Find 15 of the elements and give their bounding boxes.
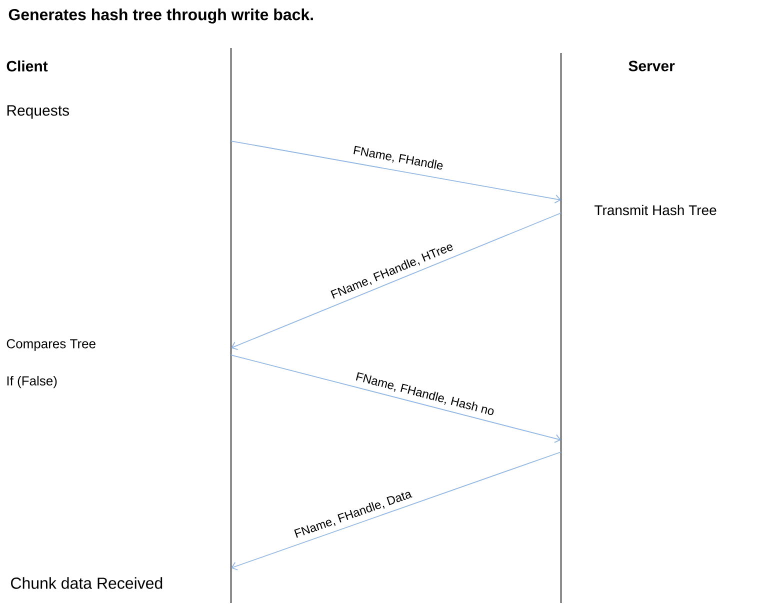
step-label: Transmit Hash Tree	[594, 204, 716, 216]
arrow	[230, 354, 561, 443]
step-label: Compares Tree	[6, 339, 96, 351]
lifeline	[560, 52, 562, 604]
step-label: Requests	[7, 105, 69, 119]
step-label: Chunk data Received	[11, 577, 162, 589]
step-label: If (False)	[7, 376, 57, 388]
title: Generates hash tree through write back.	[8, 8, 313, 24]
arrow	[231, 452, 562, 570]
arrow	[230, 140, 561, 204]
lane-heading: Server	[628, 60, 675, 72]
lane-heading: Client	[6, 60, 48, 72]
arrow	[231, 212, 562, 350]
edge-label: FName, FHandle	[354, 146, 443, 170]
lifeline	[230, 47, 232, 604]
